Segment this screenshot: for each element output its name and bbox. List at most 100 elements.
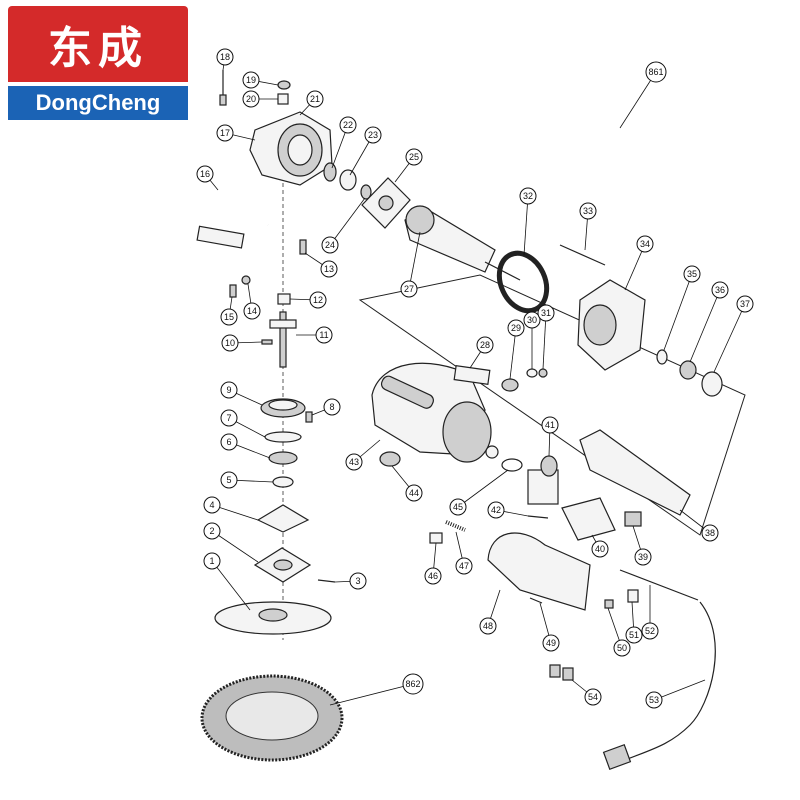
callout-number: 7: [226, 413, 231, 423]
callout-circle: [683, 265, 701, 283]
callout-circle: [584, 688, 602, 706]
callout-circle: [364, 126, 382, 144]
callout-circle: [711, 281, 729, 299]
callout-38: 38: [701, 524, 719, 542]
callout-number: 3: [355, 576, 360, 586]
callout-number: 20: [246, 94, 256, 104]
callout-circle: [736, 295, 754, 313]
callout-51: 51: [625, 626, 643, 644]
callout-number: 14: [247, 306, 257, 316]
part-9-gear-hub: [268, 399, 298, 411]
callout-21: 21: [306, 90, 324, 108]
part-45-ring: [501, 458, 523, 472]
part-3-screw: [317, 579, 336, 583]
callout-circle: [476, 336, 494, 354]
callout-number: 44: [409, 488, 419, 498]
part-862-wool-bonnet: [200, 674, 344, 762]
callout-49: 49: [542, 634, 560, 652]
part-7: [264, 431, 302, 443]
part-51: [627, 589, 639, 603]
callout-44: 44: [405, 484, 423, 502]
part-52-cord-guard: [619, 569, 699, 601]
callout-circle: [203, 552, 221, 570]
callout-number: 4: [209, 500, 214, 510]
callout-16: 16: [196, 165, 214, 183]
callout-number: 18: [220, 52, 230, 62]
callout-circle: [196, 165, 214, 183]
callout-number: 5: [226, 475, 231, 485]
callout-23: 23: [364, 126, 382, 144]
part-39: [624, 511, 642, 527]
callout-number: 862: [405, 679, 420, 689]
callout-number: 46: [428, 571, 438, 581]
callout-24: 24: [321, 236, 339, 254]
part-15: [229, 284, 237, 298]
callout-number: 22: [343, 120, 353, 130]
brand-logo-english: DongCheng: [8, 86, 188, 120]
callout-30: 30: [523, 311, 541, 329]
callout-circle: [634, 548, 652, 566]
callout-48: 48: [479, 617, 497, 635]
callout-40: 40: [591, 540, 609, 558]
part-17-gear-housing: [249, 111, 333, 186]
callout-number: 35: [687, 269, 697, 279]
callout-circle: [221, 334, 239, 352]
part-5: [272, 476, 294, 488]
callout-35: 35: [683, 265, 701, 283]
callout-number: 1: [209, 556, 214, 566]
callout-circle: [641, 622, 659, 640]
callout-34: 34: [636, 235, 654, 253]
part-45: [485, 445, 499, 459]
callout-circle: [323, 398, 341, 416]
callout-number: 30: [527, 315, 537, 325]
callout-9: 9: [220, 381, 238, 399]
callout-20: 20: [242, 90, 260, 108]
brand-logo-chinese: 东成: [8, 6, 188, 82]
callout-number: 41: [545, 420, 555, 430]
callout-circle: [405, 484, 423, 502]
callout-circle: [591, 540, 609, 558]
callout-circle: [455, 557, 473, 575]
part-30: [526, 368, 538, 378]
callout-circle: [216, 124, 234, 142]
part-40-speed-control: [561, 497, 616, 541]
callout-11: 11: [315, 326, 333, 344]
part-27-armature: [404, 205, 521, 281]
callout-circle: [542, 634, 560, 652]
part-24-washer: [360, 184, 372, 200]
part-49-screw: [529, 597, 543, 604]
callout-circle: [449, 498, 467, 516]
callout-15: 15: [220, 308, 238, 326]
callout-6: 6: [220, 433, 238, 451]
callout-22: 22: [339, 116, 357, 134]
callout-18: 18: [216, 48, 234, 66]
part-43-motor-housing: [371, 362, 492, 463]
callout-number: 54: [588, 692, 598, 702]
callout-circle: [507, 319, 525, 337]
callout-number: 51: [629, 630, 639, 640]
brand-logo: 东成 DongCheng: [8, 6, 188, 120]
callout-number: 25: [409, 152, 419, 162]
callout-number: 27: [404, 284, 414, 294]
leader-line-32: [523, 195, 529, 256]
callout-number: 9: [226, 385, 231, 395]
part-hex-key-highlight: [573, 110, 642, 187]
callout-36: 36: [711, 281, 729, 299]
callout-circle: [242, 71, 260, 89]
callout-number: 45: [453, 502, 463, 512]
callout-circle: [645, 61, 667, 83]
leader-line-1: [211, 560, 251, 611]
callout-7: 7: [220, 409, 238, 427]
part-6-bearing: [268, 451, 298, 465]
callout-number: 40: [595, 544, 605, 554]
callout-circle: [349, 572, 367, 590]
callout-50: 50: [613, 639, 631, 657]
leader-line-27: [408, 231, 421, 290]
part-25-bracket: [361, 177, 411, 229]
callout-14: 14: [243, 302, 261, 320]
part-hex-key: [574, 111, 641, 186]
callout-circle: [636, 235, 654, 253]
callout-circle: [537, 304, 555, 322]
